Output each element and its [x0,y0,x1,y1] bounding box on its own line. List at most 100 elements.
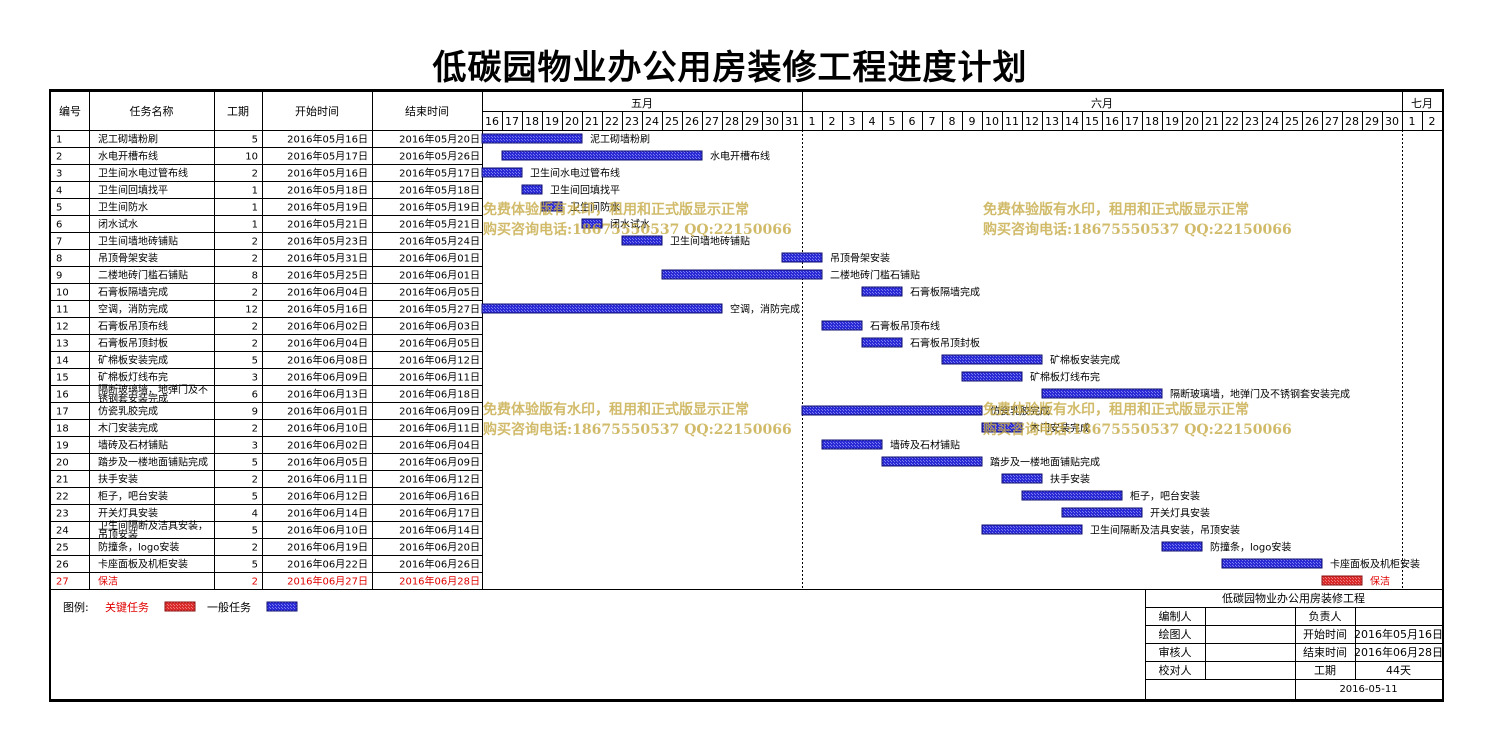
task-bar-label: 闭水试水 [610,218,650,231]
task-bar-label: 矿棉板安装完成 [1050,354,1120,367]
task-id: 16 [56,390,69,401]
day-label: 8 [949,115,956,128]
task-bar [581,218,603,229]
task-bar-label: 卫生间回填找平 [550,184,620,197]
task-bar-label: 木门安装完成 [1030,422,1090,435]
task-id: 19 [56,441,69,452]
info-label: 校对人 [1159,663,1192,677]
info-value: 44天 [1386,664,1411,677]
task-start: 2016年06月04日 [287,286,368,299]
task-end: 2016年06月09日 [399,456,480,469]
task-id: 1 [56,135,62,146]
task-duration: 1 [252,203,258,214]
task-bar-label: 卫生间水电过管布线 [530,167,620,180]
day-label: 18 [1145,115,1159,128]
task-bar-label: 石膏板吊顶布线 [870,320,940,333]
task-duration: 4 [252,509,258,520]
task-id: 24 [56,526,69,537]
day-label: 17 [505,115,519,128]
day-label: 30 [1385,115,1399,128]
task-end: 2016年06月20日 [399,541,480,554]
day-label: 7 [929,115,936,128]
task-name: 水电开槽布线 [98,150,158,163]
task-bar-label: 二楼地砖门槛石铺贴 [830,269,920,282]
task-end: 2016年05月27日 [399,303,480,316]
task-bar-label: 保洁 [1370,575,1390,588]
watermark: 免费体验版有水印，租用和正式版显示正常 购买咨询电话:18675550537 Q… [483,400,792,440]
day-label: 16 [485,115,499,128]
task-end: 2016年06月14日 [399,524,480,537]
task-duration: 5 [252,458,258,469]
day-label: 23 [625,115,639,128]
watermark-line2: 购买咨询电话:18675550537 QQ:22150066 [483,422,792,438]
task-id: 7 [56,237,62,248]
day-label: 11 [1005,115,1019,128]
day-label: 19 [545,115,559,128]
legend-critical-label: 关键任务 [105,600,149,614]
task-start: 2016年06月27日 [287,575,368,588]
day-label: 31 [785,115,799,128]
watermark-line1: 免费体验版有水印，租用和正式版显示正常 [483,202,749,218]
task-start: 2016年06月04日 [287,337,368,350]
task-bar [861,337,903,348]
task-bar [1021,490,1123,501]
task-name: 卫生间隔断及洁具安装， [98,519,208,532]
day-label: 2 [829,115,836,128]
legend-label: 图例: [63,600,89,614]
task-start: 2016年06月08日 [287,354,368,367]
info-label: 负责人 [1309,609,1342,623]
task-id: 12 [56,322,69,333]
day-label: 15 [1085,115,1099,128]
column-header-id: 编号 [59,104,81,118]
task-bar [1321,575,1363,586]
task-duration: 5 [252,135,258,146]
task-name: 卡座面板及机柜安装 [98,558,188,571]
task-bar-label: 隔断玻璃墙，地弹门及不锈钢套安装完成 [1170,388,1350,401]
task-duration: 5 [252,492,258,503]
task-end: 2016年05月20日 [399,133,480,146]
task-duration: 3 [252,373,258,384]
info-project: 低碳园物业办公用房装修工程 [1222,591,1365,605]
task-id: 27 [56,577,69,588]
task-id: 5 [56,203,62,214]
day-label: 6 [909,115,916,128]
task-name: 矿棉板安装完成 [98,354,168,367]
task-name: 隔断玻璃墙，地弹门及不 [98,383,208,396]
task-name: 开关灯具安装 [98,507,158,520]
day-label: 24 [1265,115,1279,128]
task-start: 2016年06月02日 [287,320,368,333]
task-end: 2016年06月18日 [399,388,480,401]
task-name: 空调，消防完成 [98,303,168,316]
task-end: 2016年05月26日 [399,150,480,163]
task-id: 3 [56,169,62,180]
watermark-line1: 免费体验版有水印，租用和正式版显示正常 [983,402,1249,418]
task-bar [781,252,823,263]
task-bar-label: 吊顶骨架安装 [830,252,890,265]
task-start: 2016年05月16日 [287,167,368,180]
legend-critical-swatch [164,601,196,612]
day-label: 5 [889,115,896,128]
task-bar [941,354,1043,365]
task-end: 2016年06月01日 [399,269,480,282]
task-end: 2016年06月04日 [399,439,480,452]
task-duration: 1 [252,186,258,197]
task-duration: 2 [252,543,258,554]
day-label: 22 [605,115,619,128]
task-duration: 2 [252,322,258,333]
task-name: 石膏板吊顶封板 [98,337,168,350]
day-label: 18 [525,115,539,128]
task-start: 2016年06月19日 [287,541,368,554]
task-start: 2016年05月16日 [287,303,368,316]
task-name: 二楼地砖门槛石铺贴 [98,269,188,282]
watermark-line1: 免费体验版有水印，租用和正式版显示正常 [483,402,749,418]
task-name: 木门安装完成 [98,422,158,435]
info-value: 2016年06月28日 [1354,645,1442,659]
task-end: 2016年05月21日 [399,218,480,231]
task-duration: 5 [252,526,258,537]
task-name: 吊顶安装 [98,528,138,541]
page-title: 低碳园物业办公用房装修工程进度计划 [432,48,1028,88]
task-bar [1061,507,1143,518]
task-bar [961,371,1023,382]
task-id: 6 [56,220,62,231]
day-label: 25 [665,115,679,128]
